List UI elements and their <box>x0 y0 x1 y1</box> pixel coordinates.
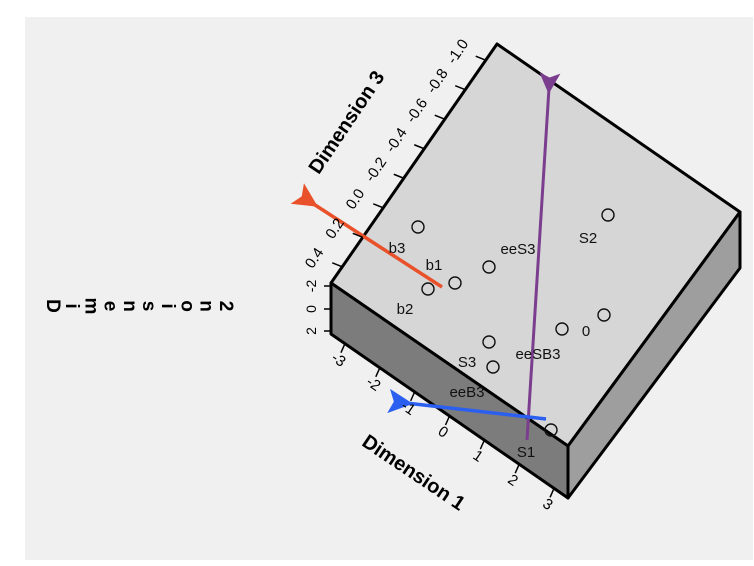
x-axis-tick <box>479 439 486 450</box>
y-axis-title-glyph: e <box>100 301 121 312</box>
point-label: S1 <box>517 444 535 461</box>
x-axis-tick <box>444 415 451 426</box>
point-marker <box>544 423 558 437</box>
point-label: b2 <box>397 301 414 318</box>
vector-arrow-blue <box>387 388 547 421</box>
point-marker <box>421 282 435 296</box>
y-axis-title-glyph: o <box>176 300 197 312</box>
x-axis-tick <box>375 367 381 378</box>
x-axis-tick <box>549 488 555 498</box>
z-axis-tick <box>434 114 446 120</box>
point-label: b1 <box>426 257 443 274</box>
y-axis-title-glyph: s <box>138 301 159 312</box>
point-label: eeB3 <box>449 384 484 401</box>
z-axis-tick <box>413 144 425 150</box>
y-axis-title-glyph: i <box>157 303 178 308</box>
point-marker <box>486 360 500 374</box>
z-axis-tick <box>475 55 487 61</box>
y-axis-title-glyph: D <box>42 299 63 313</box>
z-axis-tick <box>372 203 384 209</box>
x-axis-tick <box>409 391 416 402</box>
z-axis-tick <box>331 262 343 268</box>
y-axis-title-glyph: i <box>61 303 82 308</box>
z-axis-tick <box>352 232 364 238</box>
point-marker <box>482 260 496 274</box>
y-axis-title-glyph: m <box>80 298 101 315</box>
vector-arrow-red <box>290 183 443 289</box>
y-axis-title-glyph: n <box>196 300 217 312</box>
point-marker <box>448 276 462 290</box>
vector-arrow-purple <box>525 72 561 441</box>
point-marker <box>555 322 569 336</box>
point-label: 0 <box>582 323 590 340</box>
point-label: S3 <box>458 354 476 371</box>
point-marker <box>411 220 425 234</box>
z-axis-tick <box>454 85 466 91</box>
y-axis-tick-label: -2 <box>303 280 319 293</box>
z-axis-tick <box>393 173 405 179</box>
point-label: eeSB3 <box>515 346 560 363</box>
y-axis-tick-label: 2 <box>303 327 319 335</box>
point-label: eeS3 <box>500 241 535 258</box>
x-axis-tick <box>514 463 520 474</box>
point-marker <box>601 208 615 222</box>
point-label: S2 <box>579 230 597 247</box>
y-axis-title-glyph: n <box>119 300 140 312</box>
y-axis-tick-label: 0 <box>303 305 319 313</box>
box-front-face <box>329 281 570 500</box>
x-axis-tick <box>340 343 346 353</box>
point-marker <box>482 335 496 349</box>
point-label: b3 <box>389 240 406 257</box>
point-marker <box>597 308 611 322</box>
y-axis-title-glyph: 2 <box>215 301 236 312</box>
